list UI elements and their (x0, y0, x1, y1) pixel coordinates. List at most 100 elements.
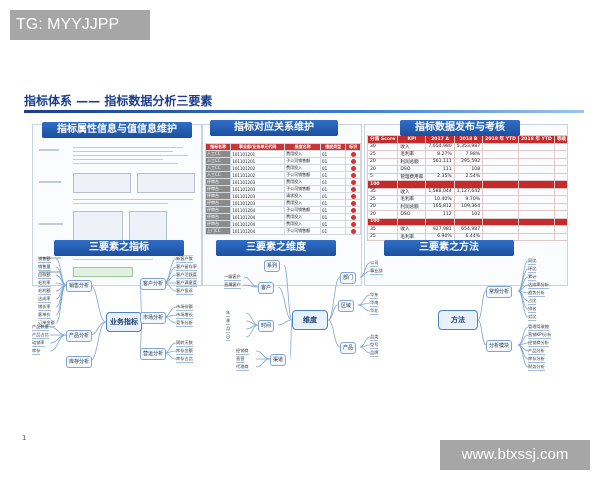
mapping-cell: 费用投入 (284, 220, 322, 228)
kpi-cell-b: 108 (453, 165, 484, 174)
mapping-header-0: 指标名称 (204, 143, 232, 151)
mindmap-link (359, 336, 371, 348)
mindmap-leaf: 月 (226, 326, 231, 333)
section-label-dimension: 三要素之维度 (216, 240, 336, 256)
kpi-cell-grade: 20.0 (553, 232, 567, 241)
kpi-cell-score: 20 (366, 165, 399, 174)
mindmap-link (255, 358, 271, 368)
kpi-cell-a (425, 180, 455, 189)
mindmap-leaf: 竞争分析 (176, 320, 193, 327)
mindmap-leaf: 毛利额 (38, 288, 51, 295)
section-label-attr: 指标属性信息与值信息维护 (42, 122, 192, 138)
mapping-cell: 子公司销售额 (284, 227, 322, 235)
mindmap-leaf: 直营 (236, 356, 245, 363)
kpi-cell-score: 30 (366, 142, 399, 151)
mindmap-branch: 产品分析 (66, 330, 93, 342)
mindmap-link (49, 334, 67, 344)
mapping-header-1: 事业部/业务单元代码 (230, 143, 286, 151)
mapping-cell: 101101202 (230, 164, 286, 172)
mindmap-link (477, 319, 487, 346)
mindmap-leaf: 销售量 (38, 264, 51, 271)
mapping-header-4: 标识 (345, 143, 361, 151)
kpi-cell-ytd1 (482, 195, 519, 204)
kpi-cell-ytd1 (482, 165, 519, 174)
kpi-cell-b: 5,353,987 (453, 142, 484, 151)
mindmap-link (283, 264, 293, 321)
kpi-cell-b: 9.70% (453, 195, 484, 204)
status-dot-icon (350, 179, 356, 185)
kpi-cell-grade: 104.0 (553, 217, 567, 226)
status-dot-icon (350, 186, 356, 192)
mapping-cell: 01 (320, 199, 347, 207)
mindmap-branch: 渠道 (270, 354, 287, 366)
kpi-cell-score: 25 (366, 195, 399, 204)
mindmap-leaf: 客户留存率 (176, 264, 197, 271)
kpi-cell-score: 35 (366, 187, 399, 196)
mindmap-link (243, 284, 259, 288)
mapping-cell: 01 (320, 178, 347, 186)
kpi-cell-b (453, 180, 484, 189)
mapping-cell: 评审台 (204, 185, 232, 193)
kpi-cell-kpi: 利润总额 (397, 157, 427, 166)
mindmap-leaf: 客单价 (38, 312, 51, 319)
mapping-cell: 人工CC (204, 150, 232, 158)
mindmap-leaf: 型号 (370, 342, 379, 349)
mapping-cell: 评审台 (204, 199, 232, 207)
kpi-cell-grade: 16.0 (553, 202, 567, 211)
status-dot-icon (350, 165, 356, 171)
mindmap-leaf: 管理驾驶舱 (528, 324, 549, 331)
mapping-cell-flag (345, 157, 361, 165)
mindmap-branch: 市场分析 (140, 312, 167, 324)
mindmap-branch: 营运分析 (140, 348, 167, 360)
kpi-header-5: 2018 年 YTD (517, 135, 555, 144)
section-label-method: 三要素之方法 (384, 240, 514, 256)
mapping-cell: 子公司销售额 (284, 185, 322, 193)
mapping-cell: 费用投入 (284, 213, 322, 221)
mapping-cell-flag (345, 192, 361, 200)
kpi-cell-score: 5 (366, 172, 399, 181)
kpi-cell-a: 112 (425, 210, 455, 219)
mindmap-link (49, 334, 67, 352)
mapping-cell: 101101204 (230, 227, 286, 235)
mapping-cell: 子公司销售额 (284, 171, 322, 179)
mindmap-leaf: 季 (226, 318, 231, 325)
status-dot-icon (350, 158, 356, 164)
kpi-cell-score: 20 (366, 210, 399, 219)
kpi-cell-b: 654,987 (453, 225, 484, 234)
kpi-cell-score: 100 (366, 180, 399, 189)
mindmap-leaf: 品类 (370, 334, 379, 341)
kpi-cell-a: 7,654,980 (425, 142, 455, 151)
kpi-cell-ytd2 (517, 202, 555, 211)
mapping-cell: 101101203 (230, 185, 286, 193)
mapping-cell-flag (345, 199, 361, 207)
mindmap-leaf: 产品数量 (32, 324, 49, 331)
kpi-cell-grade: 5.0 (553, 172, 567, 181)
mindmap-branch: 区域 (338, 300, 355, 312)
mapping-cell: 人工CC (204, 164, 232, 172)
kpi-cell-ytd1 (482, 150, 519, 159)
mindmap-link (359, 262, 371, 278)
mindmap-leaf: 客户投诉 (176, 288, 193, 295)
mapping-cell: 子公司销售额 (284, 157, 322, 165)
mindmap-leaf: 经销商 (236, 348, 249, 355)
kpi-cell-kpi: DSO (397, 210, 427, 219)
status-dot-icon (350, 193, 356, 199)
mindmap-leaf: 营销KPI分析 (528, 332, 552, 339)
mindmap-link (255, 350, 271, 360)
mapping-cell: 子公司销售额 (284, 206, 322, 214)
kpi-cell-kpi (397, 180, 427, 189)
mindmap-leaf: 华南 (370, 300, 379, 307)
mapping-cell: 01 (320, 220, 347, 228)
table-row: 20DSO11210240.0 (366, 210, 567, 219)
mindmap-leaf: 新客户数 (176, 256, 193, 263)
mindmap-leaf: 累计 (528, 274, 537, 281)
kpi-cell-kpi: 管理费用率 (397, 172, 427, 181)
mindmap-link (55, 284, 67, 324)
